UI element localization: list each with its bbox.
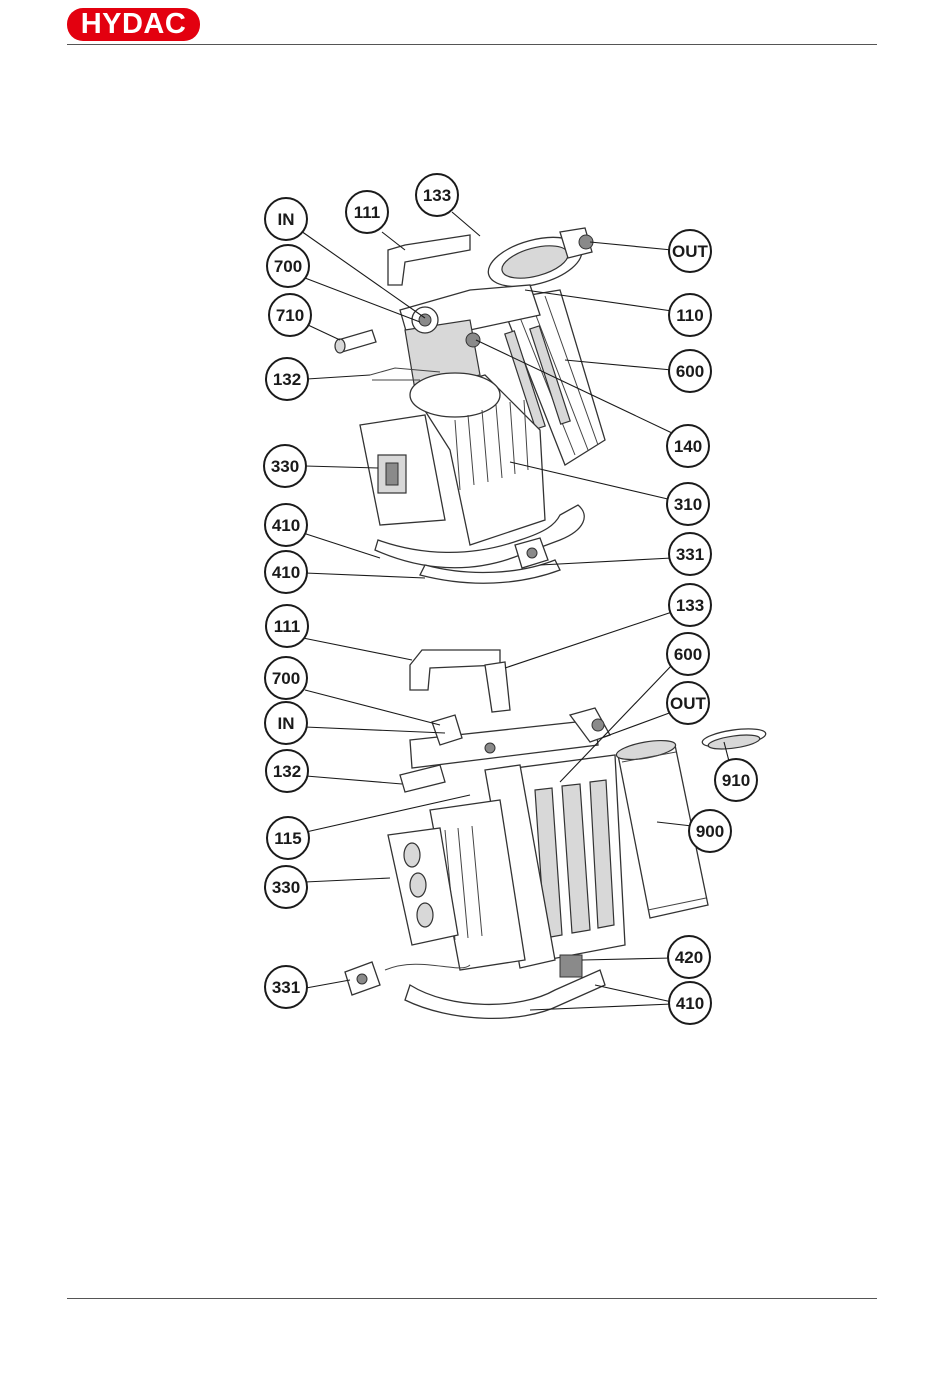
svg-text:OUT: OUT	[670, 694, 707, 713]
svg-text:410: 410	[676, 994, 704, 1013]
svg-text:420: 420	[675, 948, 703, 967]
svg-text:600: 600	[674, 645, 702, 664]
callout-bottom-133: 133	[669, 584, 711, 626]
svg-text:IN: IN	[278, 210, 295, 229]
callout-bottom-900: 900	[689, 810, 731, 852]
callout-top-out: OUT	[669, 230, 711, 272]
svg-text:331: 331	[676, 545, 704, 564]
callout-bottom-in: IN	[265, 702, 307, 744]
callout-bottom-330: 330	[265, 866, 307, 908]
callout-top-140: 140	[667, 425, 709, 467]
svg-text:132: 132	[273, 762, 301, 781]
callout-top-132: 132	[266, 358, 308, 400]
svg-text:133: 133	[676, 596, 704, 615]
svg-text:410: 410	[272, 563, 300, 582]
svg-text:115: 115	[274, 829, 301, 848]
svg-text:910: 910	[722, 771, 750, 790]
svg-text:111: 111	[354, 203, 381, 222]
callout-bottom-111: 111	[266, 605, 308, 647]
svg-text:310: 310	[674, 495, 702, 514]
callout-top-700: 700	[267, 245, 309, 287]
callout-top-in: IN	[265, 198, 307, 240]
callout-bottom-out: OUT	[667, 682, 709, 724]
callout-bottom-115: 115	[267, 817, 309, 859]
callout-top-600: 600	[669, 350, 711, 392]
callout-top-710: 710	[269, 294, 311, 336]
svg-text:600: 600	[676, 362, 704, 381]
svg-text:330: 330	[271, 457, 299, 476]
svg-text:110: 110	[676, 306, 703, 325]
callout-top-410b: 410	[265, 551, 307, 593]
callout-bottom-410: 410	[669, 982, 711, 1024]
callout-bottom-331: 331	[265, 966, 307, 1008]
svg-text:IN: IN	[278, 714, 295, 733]
svg-text:132: 132	[273, 370, 301, 389]
svg-text:900: 900	[696, 822, 724, 841]
callout-top-310: 310	[667, 483, 709, 525]
callout-top-410a: 410	[265, 504, 307, 546]
svg-text:330: 330	[272, 878, 300, 897]
svg-text:111: 111	[274, 617, 301, 636]
svg-text:710: 710	[276, 306, 304, 325]
top-assembly-illustration	[335, 228, 605, 583]
callout-bottom-420: 420	[668, 936, 710, 978]
callout-bottom-600: 600	[667, 633, 709, 675]
svg-text:331: 331	[272, 978, 300, 997]
callout-bottom-910: 910	[715, 759, 757, 801]
callout-bottom-700: 700	[265, 657, 307, 699]
callout-bottom-132: 132	[266, 750, 308, 792]
callout-top-331: 331	[669, 533, 711, 575]
svg-text:700: 700	[272, 669, 300, 688]
callout-top-110: 110	[669, 294, 711, 336]
svg-text:140: 140	[674, 437, 702, 456]
svg-text:410: 410	[272, 516, 300, 535]
callout-top-133: 133	[416, 174, 458, 216]
callout-top-330: 330	[264, 445, 306, 487]
svg-text:133: 133	[423, 186, 451, 205]
callout-top-111: 111	[346, 191, 388, 233]
svg-text:OUT: OUT	[672, 242, 709, 261]
svg-text:700: 700	[274, 257, 302, 276]
